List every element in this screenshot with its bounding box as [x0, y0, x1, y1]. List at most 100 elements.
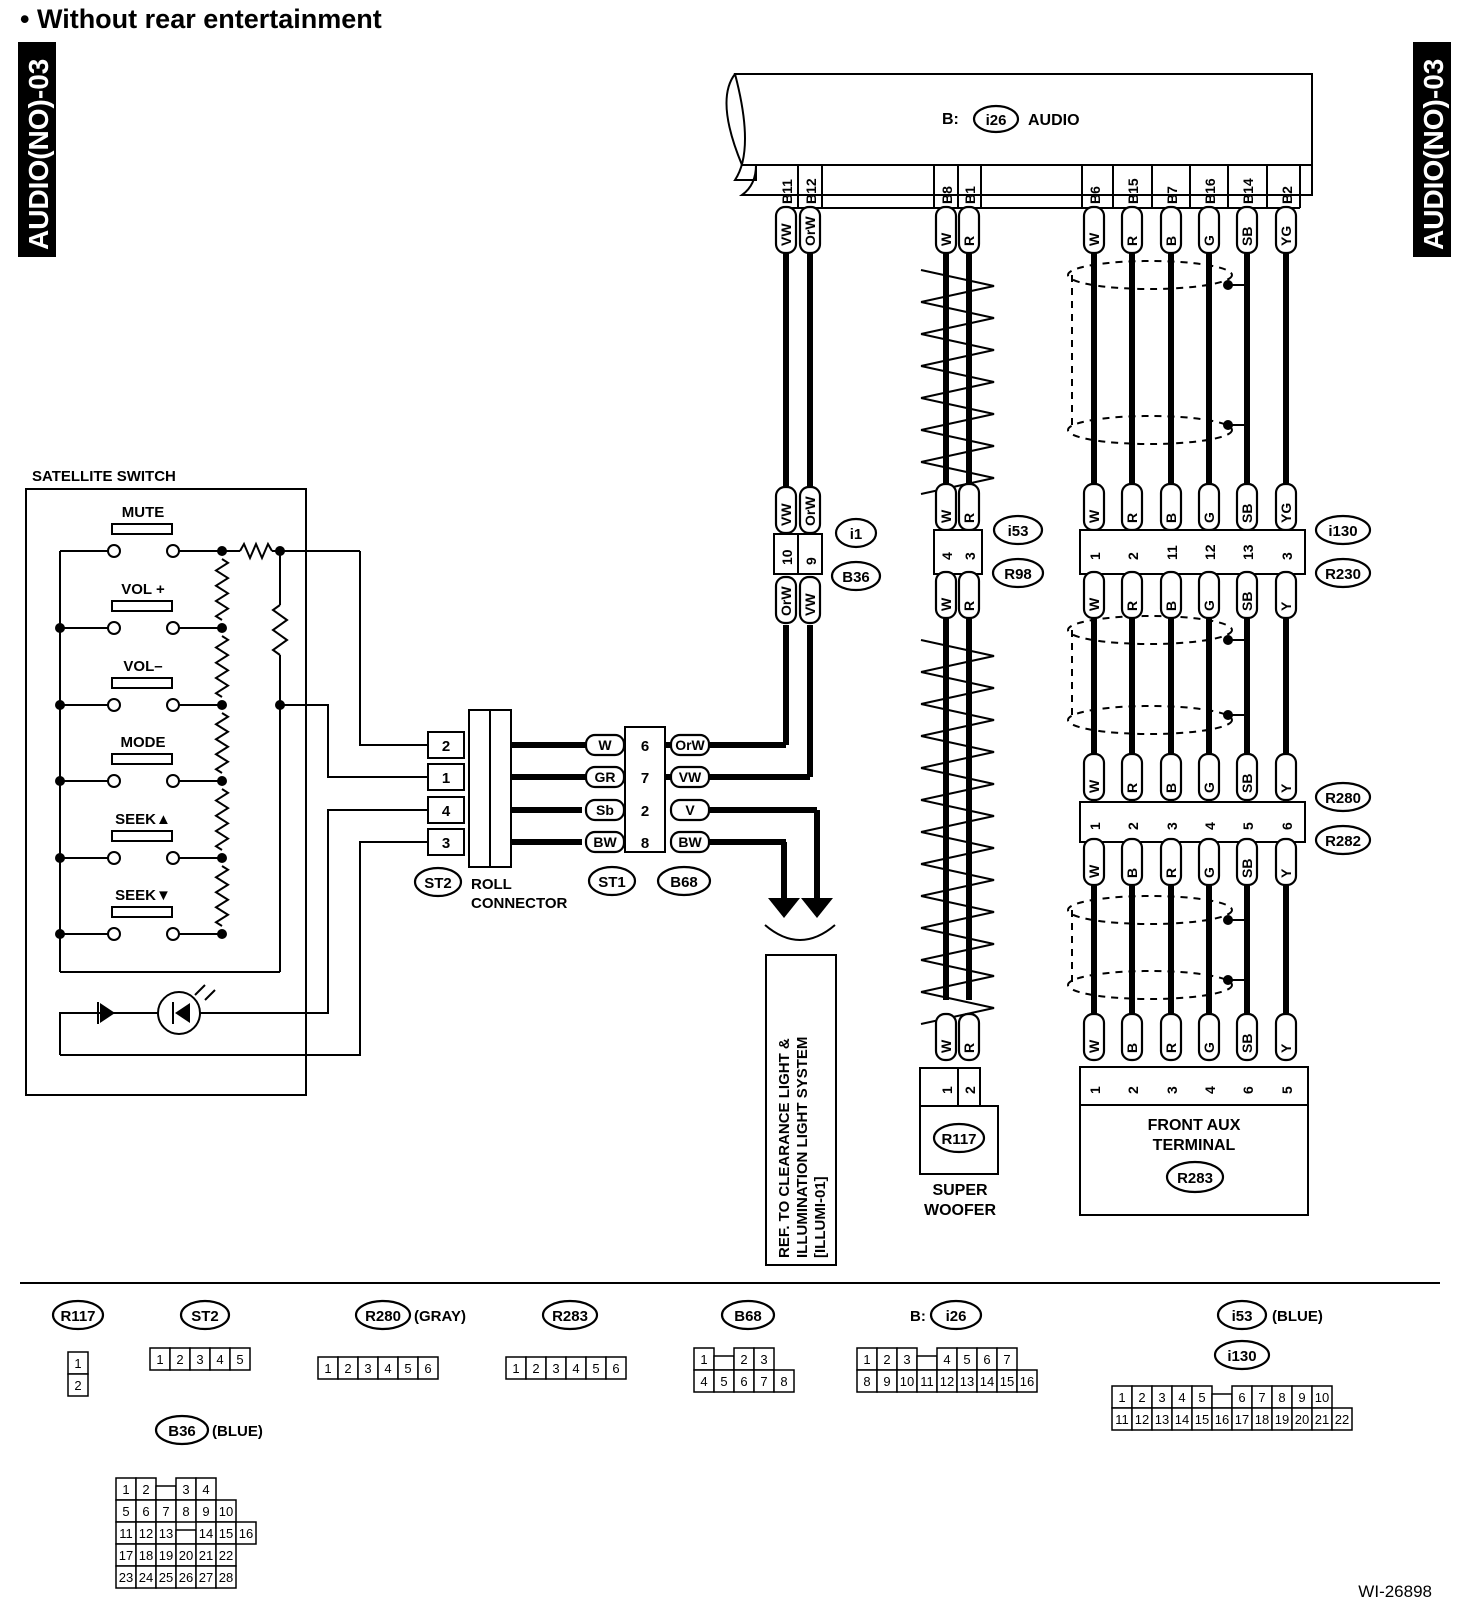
twisted-pair-mark — [920, 895, 995, 929]
st1-wire-color-2-pill — [584, 798, 626, 822]
st2-pin-box — [427, 731, 465, 759]
view-r283-name-oval — [541, 1299, 599, 1331]
view-r283-pin-5: 5 — [592, 1361, 599, 1376]
switch-label-2: VOL– — [123, 658, 162, 675]
view-r283-pin-1: 1 — [512, 1361, 519, 1376]
view-r280-name-oval — [354, 1299, 412, 1331]
switch-wire — [280, 704, 428, 778]
b68-pin-8: 8 — [641, 835, 649, 852]
switch-contact — [166, 851, 180, 865]
junction — [217, 623, 227, 633]
view-i53-pin-10: 10 — [1315, 1390, 1329, 1405]
r283-connector — [1079, 1066, 1309, 1106]
view-b36-pin-26: 26 — [179, 1570, 193, 1585]
junction — [217, 546, 227, 556]
twisted-pair-mark — [920, 639, 995, 673]
view-i53-pin-4: 4 — [1178, 1390, 1185, 1405]
view-r283-pin-3: 3 — [552, 1361, 559, 1376]
r280-pin-6: 6 — [1279, 822, 1295, 830]
view-r280-pin-6: 6 — [424, 1361, 431, 1376]
view-i26-pin-1: 1 — [863, 1352, 870, 1367]
r98-label-oval — [991, 557, 1045, 589]
view-b68-pin-7: 7 — [760, 1374, 767, 1389]
audio-wire-color-3: R — [961, 236, 977, 246]
r282-wire-color-2: R — [1163, 868, 1179, 878]
view-b36-pin-20: 20 — [179, 1548, 193, 1563]
view-i26-pin-6: 6 — [983, 1352, 990, 1367]
switch-contact — [166, 774, 180, 788]
b68-wire-color-3: BW — [678, 834, 702, 850]
audio-prefix: B: — [942, 111, 959, 128]
shield-top — [1067, 615, 1233, 645]
r283-wire-color-5: Y — [1278, 1043, 1294, 1053]
ref-arrow — [768, 898, 800, 918]
r283-wire-color-2-pill — [1159, 1012, 1183, 1062]
i130-wire-color-2: B — [1163, 513, 1179, 523]
r283-wire-color-3: G — [1201, 1042, 1217, 1053]
switch-wire — [359, 551, 428, 746]
b36-wire-color-0: OrW — [778, 586, 794, 616]
i130-label: i130 — [1328, 523, 1357, 540]
r117-label: R117 — [941, 1131, 976, 1148]
i1-pin-9: 9 — [803, 557, 819, 565]
r117-pin-2: 2 — [962, 1086, 978, 1094]
r282-wire-color-0: W — [1086, 864, 1102, 878]
audio-wire-color-9: YG — [1278, 226, 1294, 246]
side-tab-left-label: AUDIO(NO)-03 — [23, 59, 54, 250]
st2-pin-box — [427, 763, 465, 791]
view-i26-name: i26 — [946, 1308, 967, 1325]
r280-pin-4: 4 — [1202, 822, 1218, 830]
view-b36-pin-24: 24 — [139, 1570, 153, 1585]
r280-pin-5: 5 — [1240, 822, 1256, 830]
view-i53-pin-5: 5 — [1198, 1390, 1205, 1405]
r280-wire-color-3: G — [1201, 782, 1217, 793]
r280-wire-color-1: R — [1124, 783, 1140, 793]
view-r280-pin-4: 4 — [384, 1361, 391, 1376]
r98-wire-color-0-pill — [934, 570, 958, 620]
r230-wire-color-5: Y — [1278, 601, 1294, 611]
r282-wire-color-5-pill — [1274, 837, 1298, 887]
st2-pin-3: 3 — [442, 835, 450, 852]
view-st2-pin-1: 1 — [156, 1352, 163, 1367]
st2-pin-1: 1 — [442, 770, 450, 787]
view-i26-pin-13: 13 — [960, 1374, 974, 1389]
r230-wire-color-2: B — [1163, 601, 1179, 611]
view-r280-pin-3: 3 — [364, 1361, 371, 1376]
junction — [217, 700, 227, 710]
view-b68-pin-3: 3 — [760, 1352, 767, 1367]
audio-wire-color-9-pill — [1274, 205, 1298, 255]
b68-wire-color-1-pill — [669, 765, 711, 789]
r282-label-oval — [1314, 824, 1372, 856]
audio-pin-B15: B15 — [1125, 178, 1141, 204]
side-tab-right-label: AUDIO(NO)-03 — [1418, 59, 1449, 250]
view-b36-cavity — [235, 1521, 257, 1545]
view-i53-pin-3: 3 — [1158, 1390, 1165, 1405]
view-b68-lock — [713, 1355, 735, 1371]
view-i53-pin-15: 15 — [1195, 1412, 1209, 1427]
view-b36-pin-5: 5 — [122, 1504, 129, 1519]
switch-label-3: MODE — [121, 734, 166, 751]
switch-contact — [107, 544, 121, 558]
r280-wire-color-4-pill — [1235, 752, 1259, 802]
audio-wire-color-7: G — [1201, 235, 1217, 246]
r230-wire-color-4: SB — [1239, 592, 1255, 611]
r280-wire-color-0-pill — [1082, 752, 1106, 802]
view-b36-pin-21: 21 — [199, 1548, 213, 1563]
view-i53-pin-20: 20 — [1295, 1412, 1309, 1427]
r117-wire-color-1-pill — [957, 1012, 981, 1062]
r280-pin-2: 2 — [1125, 822, 1141, 830]
audio-pin-B2: B2 — [1279, 186, 1295, 204]
st1-label: ST1 — [598, 874, 626, 891]
r283-wire-color-4-pill — [1235, 1012, 1259, 1062]
i1-pin-10: 10 — [779, 549, 795, 565]
r98-wire-color-1-pill — [957, 570, 981, 620]
resistor — [239, 541, 273, 561]
r283-wire-color-5-pill — [1274, 1012, 1298, 1062]
b68-label: B68 — [670, 874, 698, 891]
light-rays-icon — [194, 984, 216, 1001]
diode-icon — [100, 1003, 115, 1023]
view-i53-pin-9: 9 — [1298, 1390, 1305, 1405]
view-b36-name: B36 — [168, 1423, 196, 1440]
r280-wire-color-2-pill — [1159, 752, 1183, 802]
